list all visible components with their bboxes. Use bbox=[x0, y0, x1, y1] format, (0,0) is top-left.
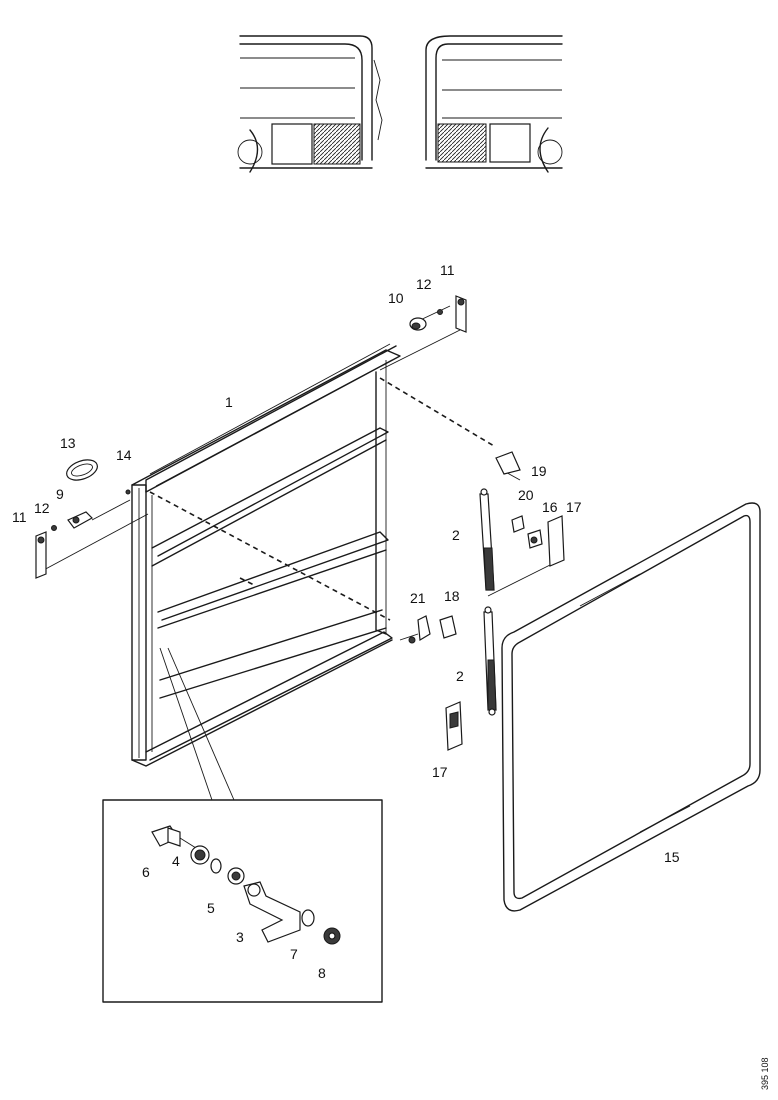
callout-6: 6 bbox=[142, 864, 150, 880]
gas-strut-lower bbox=[483, 606, 497, 716]
callout-7: 7 bbox=[290, 946, 298, 962]
callout-20: 20 bbox=[518, 487, 534, 503]
reference-view-left bbox=[237, 35, 383, 173]
callout-19: 19 bbox=[531, 463, 547, 479]
frame-assembly bbox=[131, 343, 401, 767]
upper-right-hinge-group bbox=[409, 295, 467, 333]
callout-1: 1 bbox=[225, 394, 233, 410]
callout-12-right: 12 bbox=[416, 276, 432, 292]
callout-2-upper: 2 bbox=[452, 527, 460, 543]
callout-21: 21 bbox=[410, 590, 426, 606]
callout-15: 15 bbox=[664, 849, 680, 865]
inset-part-8 bbox=[323, 927, 341, 945]
right-bracket-group bbox=[495, 451, 565, 567]
callout-17-lower: 17 bbox=[432, 764, 448, 780]
callout-13: 13 bbox=[60, 435, 76, 451]
left-hinge-group bbox=[35, 459, 131, 579]
callout-17-upper: 17 bbox=[566, 499, 582, 515]
inset-part-3 bbox=[243, 881, 301, 943]
assembly-dashed-lines bbox=[149, 377, 495, 621]
callout-16: 16 bbox=[542, 499, 558, 515]
door-panel bbox=[501, 502, 761, 912]
callout-10: 10 bbox=[388, 290, 404, 306]
callout-3: 3 bbox=[236, 929, 244, 945]
detail-inset bbox=[102, 799, 383, 1003]
callout-12-left: 12 bbox=[34, 500, 50, 516]
lower-bracket-group bbox=[408, 615, 463, 751]
inset-part-4 bbox=[190, 845, 210, 865]
callout-labels: 1 2 2 3 4 5 6 7 8 9 10 11 11 12 12 13 14… bbox=[12, 262, 680, 981]
callout-4: 4 bbox=[172, 853, 180, 869]
alignment-lines bbox=[39, 305, 557, 801]
inset-part-5 bbox=[210, 858, 245, 885]
inset-part-6 bbox=[151, 825, 197, 849]
callout-11-right: 11 bbox=[440, 262, 455, 278]
callout-5: 5 bbox=[207, 900, 215, 916]
callout-18: 18 bbox=[444, 588, 460, 604]
callout-11-left: 11 bbox=[12, 509, 27, 525]
drawing-code: 395 108 bbox=[760, 1057, 770, 1090]
callout-2-lower: 2 bbox=[456, 668, 464, 684]
inset-part-7 bbox=[301, 909, 315, 927]
reference-view-right bbox=[425, 35, 563, 173]
callout-9: 9 bbox=[56, 486, 64, 502]
callout-8: 8 bbox=[318, 965, 326, 981]
callout-14: 14 bbox=[116, 447, 132, 463]
gas-strut-upper bbox=[479, 488, 495, 591]
